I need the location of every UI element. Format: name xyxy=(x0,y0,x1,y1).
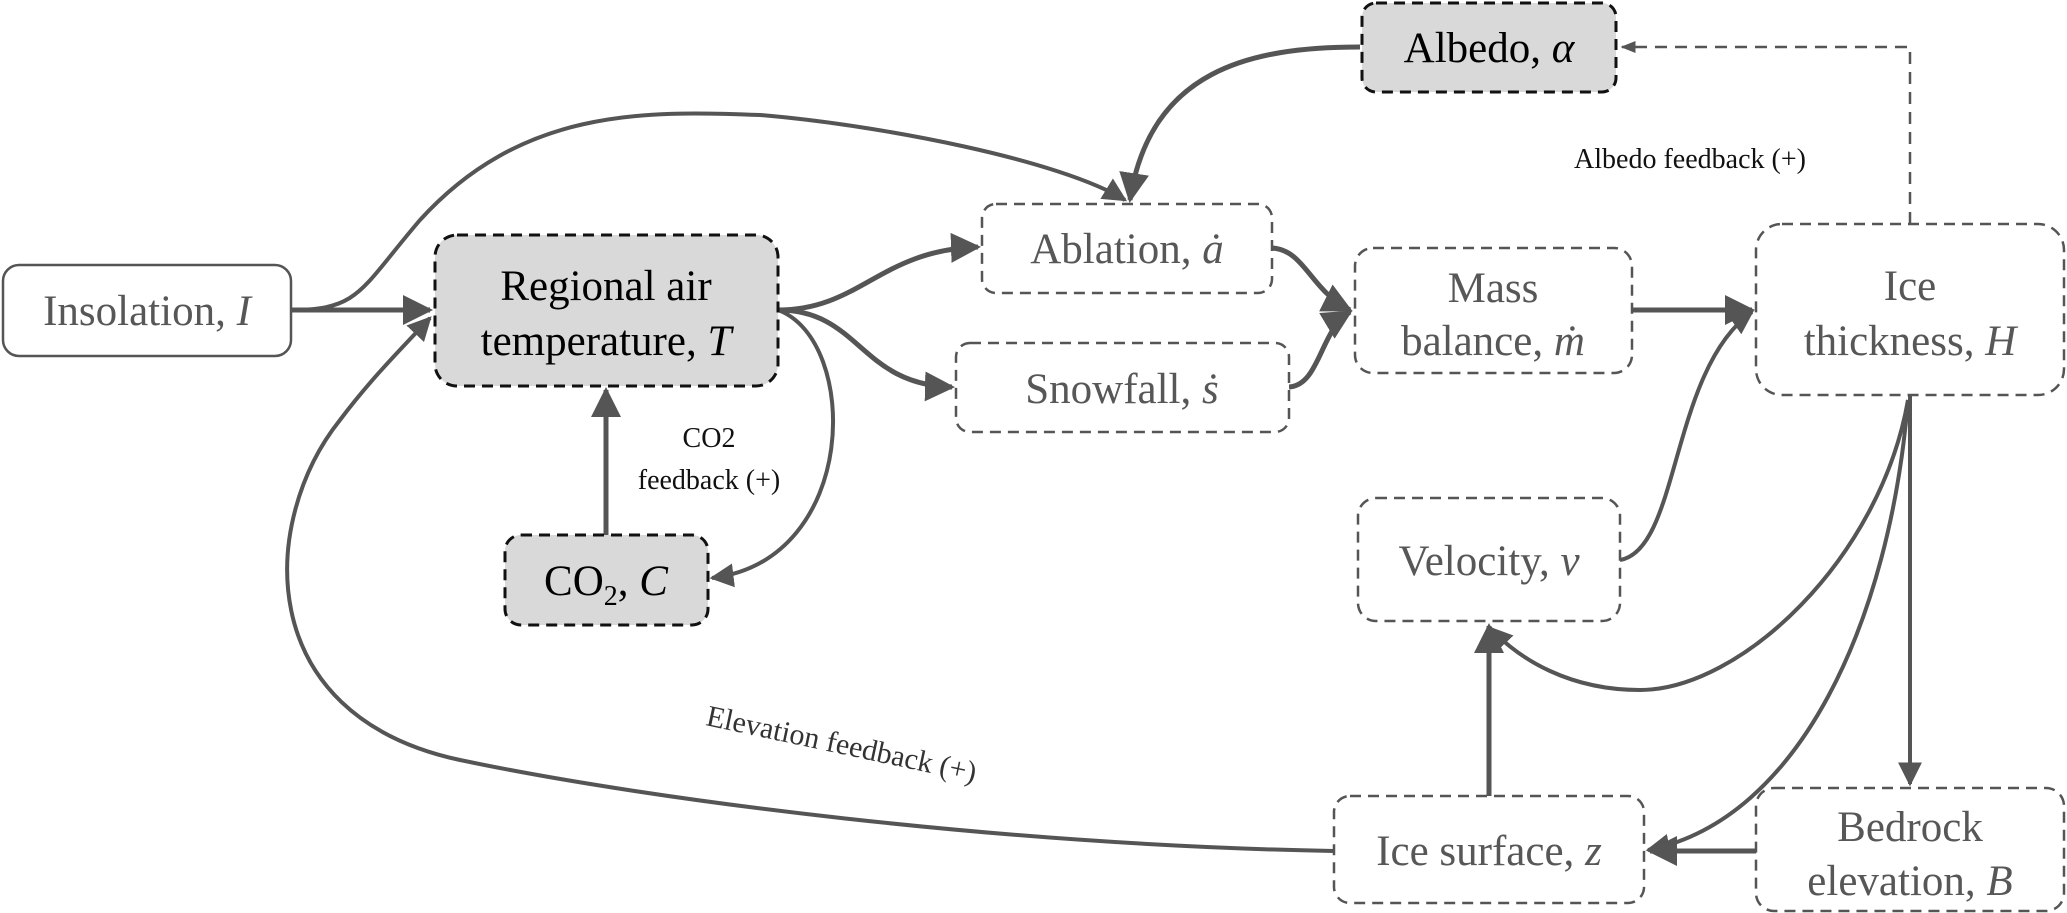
node-snowfall-box xyxy=(954,341,1291,434)
elevation-feedback-label: Elevation feedback (+) xyxy=(704,700,980,789)
node-mass-balance-line2: balance, ṁ xyxy=(1401,318,1585,365)
node-ablation-label: Ablation, ȧ xyxy=(1030,226,1223,273)
node-temperature-box xyxy=(433,233,780,388)
node-bedrock: Bedrock elevation, B xyxy=(1754,786,2066,913)
node-ice-surface: Ice surface, z xyxy=(1332,794,1646,905)
edge-velocity-icethickness xyxy=(1619,310,1754,562)
node-ablation: Ablation, ȧ xyxy=(980,202,1274,295)
node-mass-balance-line1: Mass xyxy=(1448,265,1539,312)
edge-ablation-massbalance xyxy=(1271,245,1353,313)
node-co2-label: CO2, C xyxy=(544,558,669,612)
node-ablation-box xyxy=(980,202,1274,295)
node-ice-thickness-box xyxy=(1754,222,2066,397)
node-ice-thickness-line1: Ice xyxy=(1884,263,1937,310)
edge-icethickness-velocity xyxy=(1488,399,1910,693)
node-mass-balance-box xyxy=(1353,246,1634,375)
node-co2-box xyxy=(503,533,710,627)
node-ice-surface-box xyxy=(1332,794,1646,905)
node-bedrock-box xyxy=(1754,786,2066,913)
edge-icethickness-icesurface xyxy=(1645,399,1910,858)
node-snowfall-label: Snowfall, ṡ xyxy=(1025,366,1219,413)
node-velocity-label: Velocity, v xyxy=(1398,538,1580,585)
edge-albedo-ablation xyxy=(1119,44,1361,203)
node-ice-thickness: Ice thickness, H xyxy=(1754,222,2066,397)
node-albedo: Albedo, α xyxy=(1360,1,1618,94)
edge-snowfall-massbalance xyxy=(1288,309,1353,390)
node-bedrock-line1: Bedrock xyxy=(1837,804,1983,851)
node-velocity-box xyxy=(1356,496,1622,623)
edge-icesurface-temperature xyxy=(285,316,1335,853)
edge-insolation-ablation xyxy=(290,111,1128,312)
node-co2: CO2, C xyxy=(503,533,710,627)
edges xyxy=(285,41,1922,866)
node-temperature-line2: temperature, T xyxy=(481,318,735,365)
node-temperature: Regional air temperature, T xyxy=(433,233,780,388)
edge-temperature-co2 xyxy=(709,308,835,588)
node-insolation: Insolation, I xyxy=(1,263,293,358)
node-velocity: Velocity, v xyxy=(1356,496,1622,623)
node-insolation-label: Insolation, I xyxy=(43,288,252,335)
node-bedrock-line2: elevation, B xyxy=(1807,858,2012,905)
node-snowfall: Snowfall, ṡ xyxy=(954,341,1291,434)
node-albedo-box xyxy=(1360,1,1618,94)
node-mass-balance: Mass balance, ṁ xyxy=(1353,246,1634,375)
co2-feedback-label-line2: feedback (+) xyxy=(638,465,780,496)
node-ice-thickness-line2: thickness, H xyxy=(1804,318,2019,365)
node-temperature-line1: Regional air xyxy=(500,263,711,310)
node-ice-surface-label: Ice surface, z xyxy=(1376,828,1602,875)
co2-feedback-label-line1: CO2 xyxy=(683,423,736,454)
albedo-feedback-label: Albedo feedback (+) xyxy=(1574,144,1806,175)
edge-temperature-snowfall xyxy=(777,307,955,402)
edge-icethickness-albedo xyxy=(1620,41,1912,224)
node-insolation-box xyxy=(1,263,293,358)
edge-temperature-ablation xyxy=(777,232,981,313)
node-albedo-label: Albedo, α xyxy=(1404,25,1576,72)
